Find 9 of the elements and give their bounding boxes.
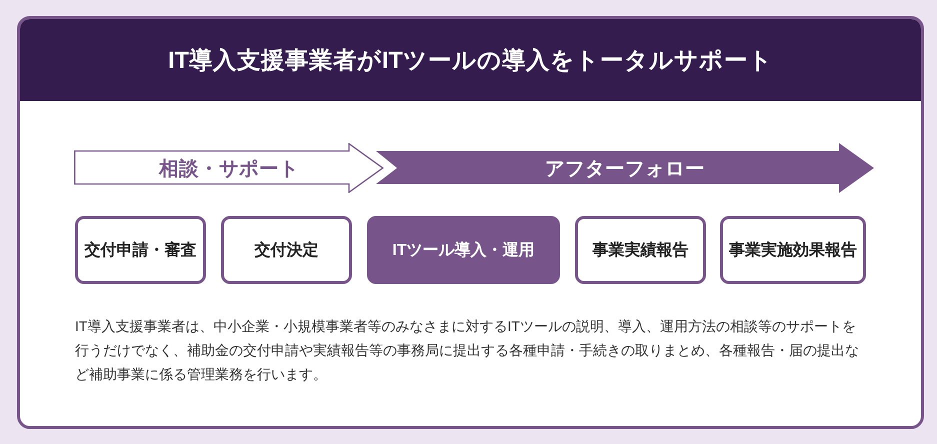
description-text: IT導入支援事業者は、中小企業・小規模事業者等のみなさまに対するITツールの説明、導入、運用方法の相談等のサポートを行うだけでなく、補助金の交付申請や実績報告等の事務局に提出する各種申請・手続きの取りまとめ、各種報告・届の提出など補助事業に係る管理業務を行います。 [75, 317, 860, 384]
phase-banner: 相談・サポート [74, 143, 384, 193]
step-box: 交付決定 [221, 216, 352, 284]
heading: IT導入支援事業者がITツールの導入をトータルサポート [168, 46, 773, 75]
step-box: 交付申請・審査 [75, 216, 206, 284]
step-box: ITツール導入・運用 [367, 216, 560, 284]
step-box: 事業実施効果報告 [720, 216, 866, 284]
step-box: 事業実績報告 [575, 216, 706, 284]
phase-banner: アフターフォロー [376, 143, 874, 193]
